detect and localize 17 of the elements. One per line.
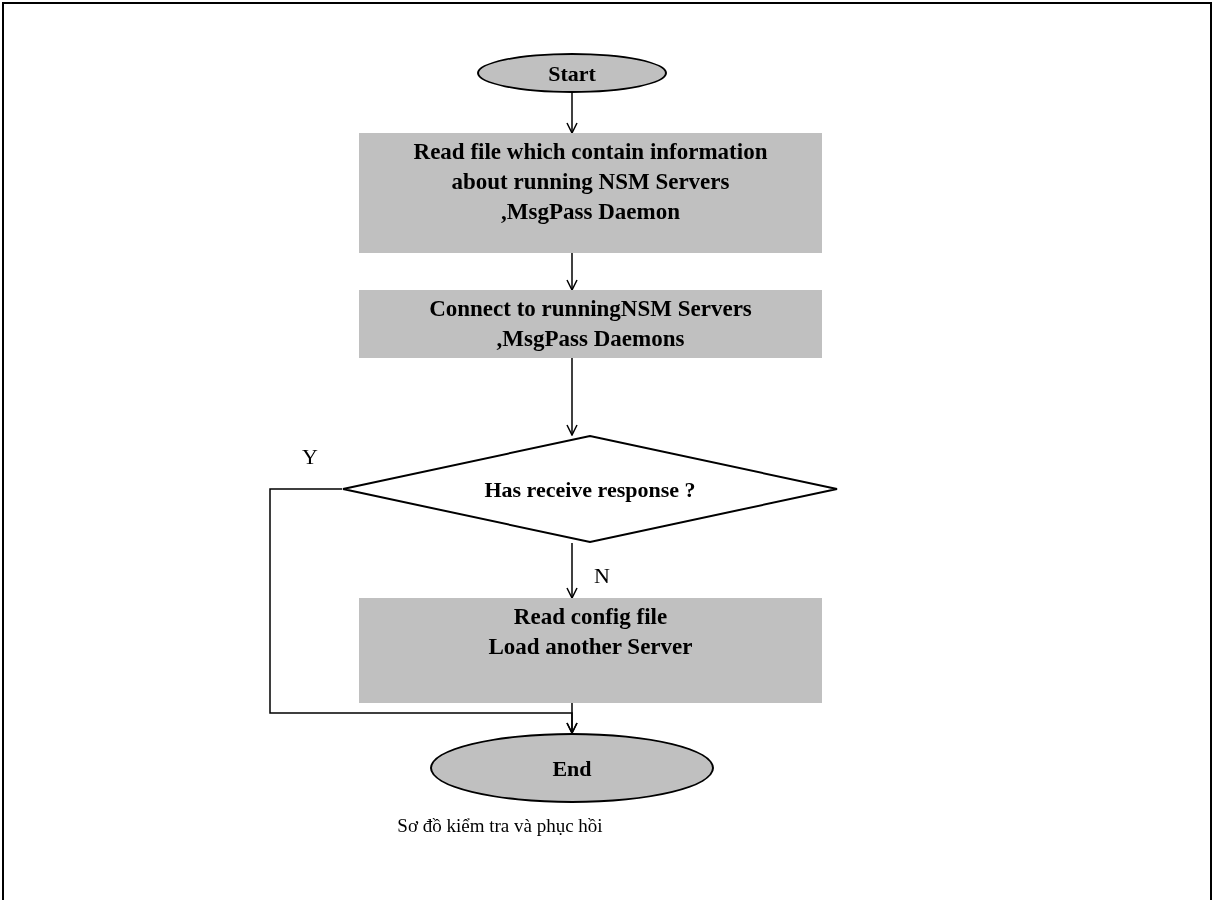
process-box — [359, 598, 822, 703]
node-text: Has receive response ? — [484, 475, 696, 504]
node-text: End — [552, 754, 592, 783]
decision-diamond — [342, 435, 838, 543]
node-text: Read config file — [513, 603, 668, 631]
process-box — [359, 133, 822, 253]
arrow — [566, 252, 578, 291]
arrow — [269, 488, 578, 734]
node-text: Connect to runningNSM Servers ,MsgPass Daemons — [428, 295, 753, 353]
arrow — [566, 92, 578, 134]
node-text: Load another Server — [488, 633, 693, 661]
node-text: Start — [548, 59, 596, 88]
process-box — [359, 290, 822, 358]
caption: Sơ đồ kiểm tra và phục hồi — [396, 814, 604, 838]
arrow — [566, 357, 578, 436]
node-text: Read file which contain information about running NSM Servers ,MsgPass Daemon — [412, 138, 769, 226]
arrow — [566, 542, 578, 599]
